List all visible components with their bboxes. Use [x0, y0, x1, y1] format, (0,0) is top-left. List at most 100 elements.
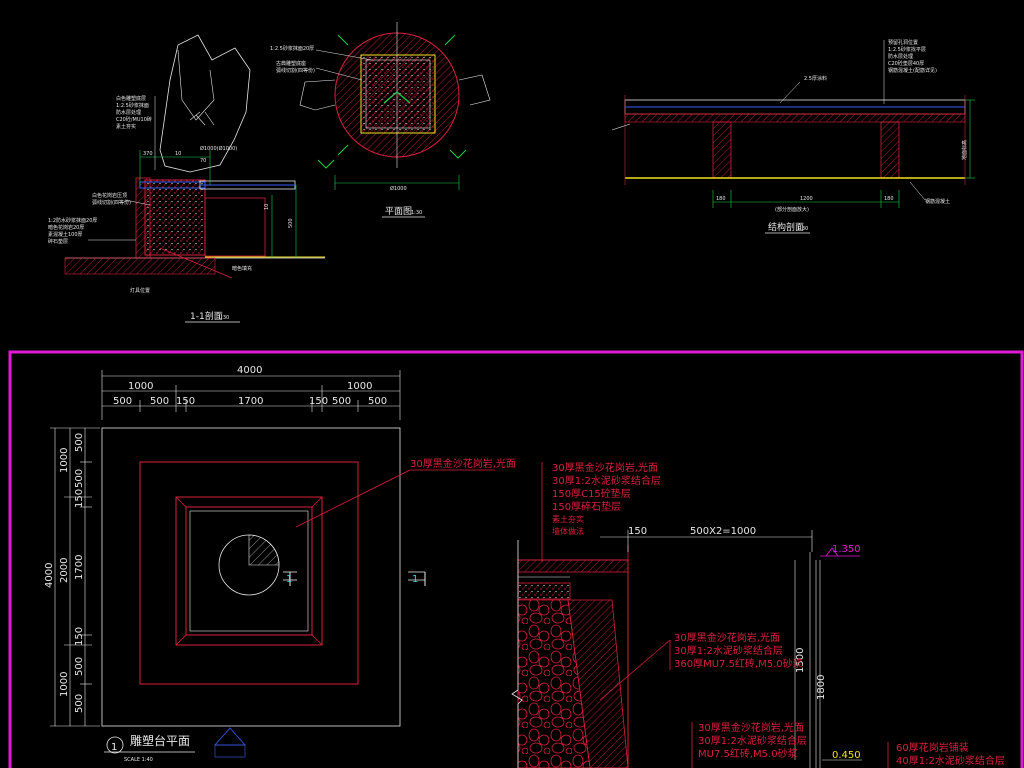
svg-text:1: 1	[286, 574, 292, 585]
structure-scale: 1:30	[797, 226, 808, 232]
structure-beam	[624, 113, 966, 123]
wall-hatch-fill	[567, 599, 629, 768]
north-arrow-icon	[214, 727, 246, 746]
svg-text:防水层处理: 防水层处理	[116, 109, 141, 116]
svg-text:白色花岗岩压顶: 白色花岗岩压顶	[92, 192, 127, 199]
sculpture-detail	[189, 111, 215, 126]
detail-dim-1500: 1500	[795, 648, 806, 673]
sculpture-inner	[177, 49, 215, 121]
plan-outer-square	[101, 427, 401, 727]
svg-text:素土夯实: 素土夯实	[552, 514, 584, 524]
svg-text:30厚黑金沙花岗岩,光面: 30厚黑金沙花岗岩,光面	[674, 631, 780, 644]
svg-text:钢筋混凝土(配筋详见): 钢筋混凝土(配筋详见)	[888, 67, 937, 74]
svg-text:古典雕塑底座: 古典雕塑底座	[276, 60, 306, 67]
dim-10a: 10	[175, 151, 181, 157]
plan-scale-text: SCALE 1:40	[124, 757, 153, 763]
svg-text:1700: 1700	[74, 555, 85, 580]
section-notes-left: 白色雕塑底层 1:2.5砂浆抹面 防水层处理 C20砼/MU10砖 素土夯实	[116, 95, 156, 170]
plan-arrow	[383, 91, 411, 104]
detail-notes-mid: 30厚黑金沙花岗岩,光面 30厚1:2水泥砂浆结合层 360厚MU7.5红砖,M…	[599, 631, 803, 701]
svg-text:1: 1	[111, 742, 117, 753]
dim-370: 370	[143, 151, 153, 157]
pedestal-body	[144, 179, 206, 256]
svg-text:白色雕塑底层: 白色雕塑底层	[116, 95, 146, 102]
plan-circle-hatch	[248, 534, 280, 566]
dim-500: 500	[288, 218, 294, 228]
plan-dim: Ø1000	[390, 185, 407, 192]
svg-text:30厚1:2水泥砂浆结合层: 30厚1:2水泥砂浆结合层	[552, 474, 661, 487]
svg-text:1:2.5砂浆找平层: 1:2.5砂浆找平层	[888, 46, 926, 53]
plan-square	[360, 54, 436, 134]
structure-title: 结构剖面	[768, 221, 804, 233]
svg-text:C20砼/MU10砖: C20砼/MU10砖	[116, 116, 152, 123]
detail-notes-top: 30厚黑金沙花岗岩,光面 30厚1:2水泥砂浆结合层 150厚C15砼垫层 15…	[541, 461, 661, 562]
svg-text:2000: 2000	[59, 558, 70, 583]
svg-text:1:2防水砂浆抹面20厚: 1:2防水砂浆抹面20厚	[48, 217, 97, 224]
svg-text:500: 500	[74, 469, 85, 488]
plan-title: 平面图	[385, 206, 412, 217]
section-mark-left: 1	[283, 571, 297, 586]
svg-text:碎石垫层: 碎石垫层	[48, 238, 68, 245]
structure-dim-180b: 180	[884, 196, 894, 202]
sculpture-platform-plan: 30厚黑金沙花岗岩,光面 1 1 4000	[44, 365, 516, 763]
dim-10b: 10	[264, 204, 270, 210]
svg-text:60厚花岗岩铺装: 60厚花岗岩铺装	[896, 741, 969, 754]
detail-notes-right: 60厚花岗岩铺装 40厚1:2水泥砂浆结合层	[887, 741, 1005, 768]
svg-text:墙体做法: 墙体做法	[552, 526, 584, 536]
plan-title-block: 1 雕塑台平面 SCALE 1:40	[104, 727, 246, 763]
plan-callout-line	[295, 469, 411, 528]
svg-text:1:2.5砂浆抹面20厚: 1:2.5砂浆抹面20厚	[270, 45, 314, 52]
svg-text:1000: 1000	[347, 381, 372, 392]
svg-text:500: 500	[74, 657, 85, 676]
svg-text:30厚1:2水泥砂浆结合层: 30厚1:2水泥砂浆结合层	[674, 644, 783, 657]
plan-middle-square	[139, 461, 359, 685]
svg-text:素土夯实: 素土夯实	[116, 123, 136, 130]
dim-dia: Ø1000(Ø1000)	[200, 145, 237, 152]
structure-base-label: 钢筋混凝土	[925, 198, 950, 205]
svg-text:150厚C15砼垫层: 150厚C15砼垫层	[552, 487, 631, 500]
section-mark-right: 1	[408, 571, 426, 586]
plan-notes: 1:2.5砂浆抹面20厚 古典雕塑底座 弧线切割(四等份)	[270, 45, 373, 81]
svg-text:1000: 1000	[59, 448, 70, 473]
elevation-marker-top: 1.350	[820, 544, 861, 557]
svg-text:弧线切割(四等份): 弧线切割(四等份)	[276, 67, 315, 74]
plan-overall-height: 4000	[44, 563, 55, 588]
svg-text:1: 1	[412, 574, 418, 585]
plan-core-square	[189, 510, 309, 632]
section-1-1-drawing: 370 10 70 Ø1000(Ø1000) 10 500 白色雕塑底层 1:2…	[48, 34, 325, 323]
dim-70: 70	[200, 158, 206, 164]
wall-detail-section: 150 500X2=1000 1.350 1500 1800 0.450 30厚…	[511, 461, 1005, 768]
section-notes-mid: 白色花岗岩压顶 弧线切割(四等份)	[92, 192, 151, 206]
svg-text:500: 500	[150, 396, 169, 407]
plan-title-text: 雕塑台平面	[130, 733, 190, 748]
plan-inner-square-a	[175, 496, 323, 646]
svg-text:150: 150	[309, 396, 328, 407]
section-notes-base: 1:2防水砂浆抹面20厚 暗色花岗岩20厚 素混凝土100厚 碎石垫层	[48, 217, 136, 245]
svg-text:1:2.5砂浆抹面: 1:2.5砂浆抹面	[116, 102, 149, 109]
structure-slab-label: 2.5厚涂料	[804, 75, 827, 82]
svg-text:预留孔洞位置: 预留孔洞位置	[888, 39, 918, 46]
wall-cap-top	[517, 559, 629, 573]
section-scale: 1:30	[218, 315, 229, 321]
inner-wall	[204, 197, 266, 257]
svg-text:500: 500	[368, 396, 387, 407]
plan-overall-width: 4000	[237, 365, 262, 376]
plan-callout: 30厚黑金沙花岗岩,光面	[410, 457, 516, 470]
plan-scale: 1:30	[411, 210, 422, 216]
svg-text:500: 500	[74, 694, 85, 713]
wall-break-symbol	[511, 540, 523, 768]
structure-pier-right	[880, 121, 900, 179]
svg-text:1000: 1000	[59, 672, 70, 697]
svg-text:MU7.5红砖,M5.0砂浆: MU7.5红砖,M5.0砂浆	[698, 747, 798, 760]
plan-wing	[299, 79, 336, 111]
drawing-frame	[8, 350, 1024, 768]
elevation-marker-low: 0.450	[822, 750, 862, 761]
plan-left-dimensions: 4000 1000 2000 1000 500 500 150 1700 150…	[44, 427, 100, 727]
svg-text:500: 500	[113, 396, 132, 407]
svg-text:150: 150	[74, 627, 85, 646]
svg-text:150: 150	[74, 489, 85, 508]
svg-text:1700: 1700	[238, 396, 263, 407]
structure-subtitle: (部分剖面放大)	[775, 206, 809, 213]
structure-dim-180a: 180	[716, 196, 726, 202]
svg-text:500: 500	[332, 396, 351, 407]
